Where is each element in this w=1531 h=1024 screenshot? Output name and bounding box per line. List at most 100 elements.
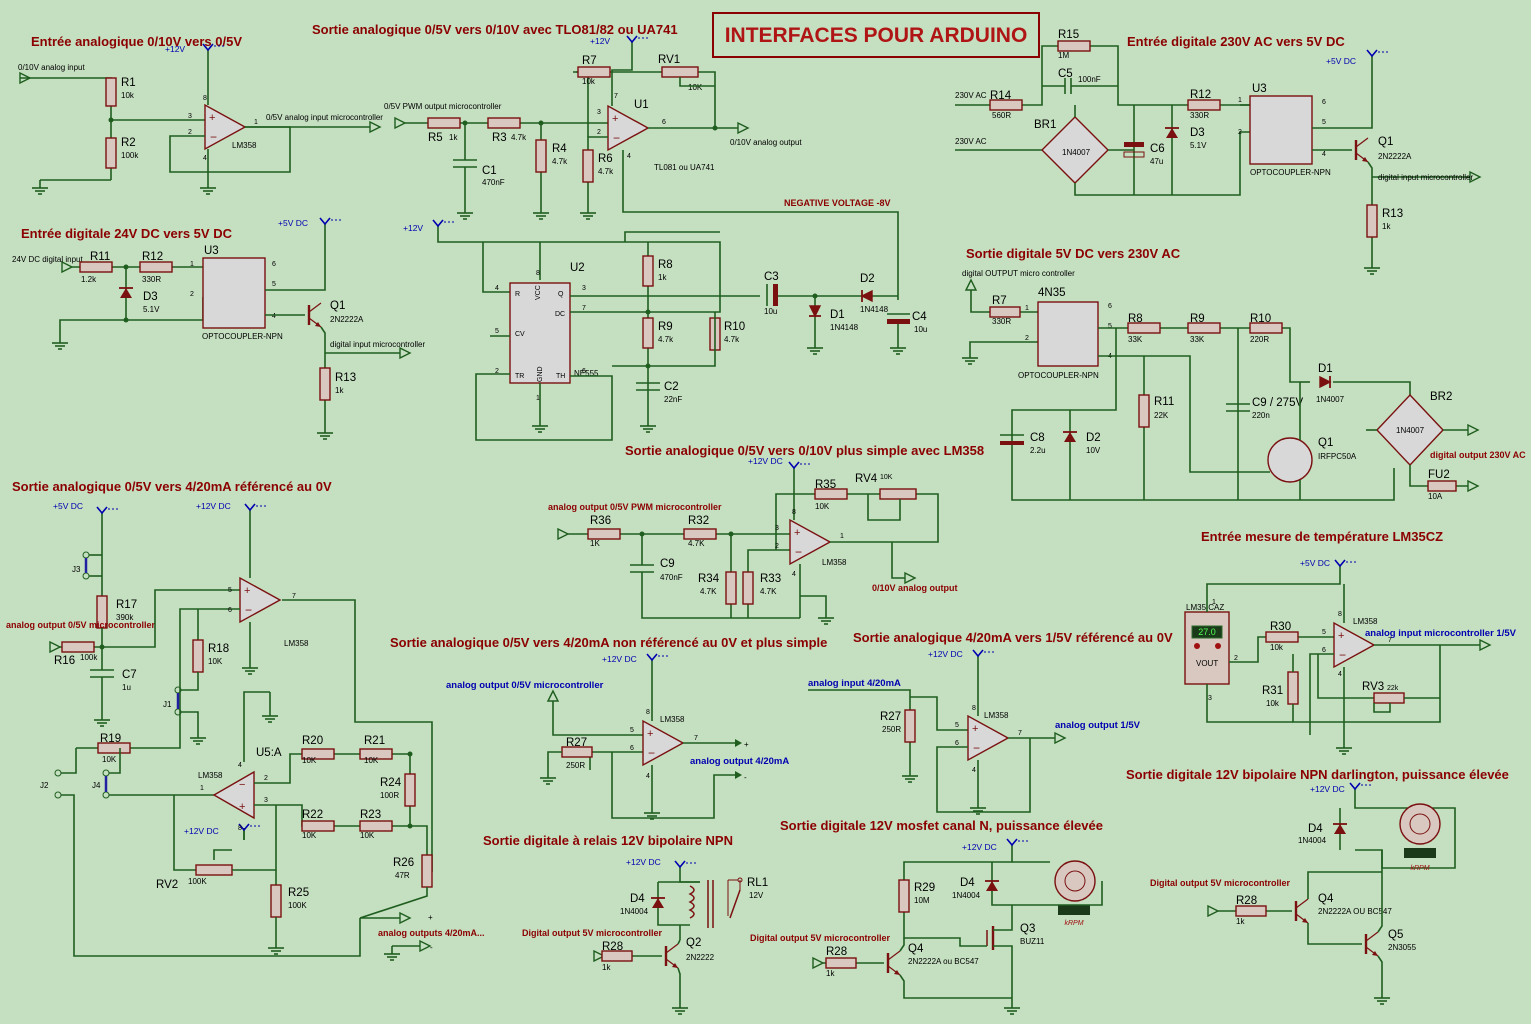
label-c5-r8: R8 xyxy=(1128,313,1143,325)
label-c555-c2v: 22nF xyxy=(664,395,682,404)
section-title-12: Sortie digitale à relais 12V bipolaire N… xyxy=(483,833,733,848)
label-c7-j2: J2 xyxy=(40,781,49,790)
label-c8-r31: R31 xyxy=(1262,685,1283,697)
q1-mosfet xyxy=(1267,437,1313,483)
r23-resistor xyxy=(359,820,393,832)
label-c13-r29v: 10M xyxy=(914,896,930,905)
ne555-chip xyxy=(509,282,571,384)
label-c9-out: analog output 4/20mA xyxy=(690,756,789,767)
label-c10-op: LM358 xyxy=(984,711,1009,720)
label-c10-out: analog output 1/5V xyxy=(1055,720,1141,731)
label-c2-r7v: 10k xyxy=(582,77,596,86)
r20-resistor xyxy=(301,748,335,760)
label-c555-cv: CV xyxy=(515,331,525,338)
label-c9-p6: 6 xyxy=(630,745,634,752)
r10-resistor-out xyxy=(1249,322,1283,334)
label-c555-p5: 5 xyxy=(495,328,499,335)
label-c4-q1v: 2N2222A xyxy=(330,315,364,324)
label-c5-opto_name: 4N35 xyxy=(1038,287,1066,299)
label-c555-plus12: +12V xyxy=(403,223,423,233)
label-c4-p6: 6 xyxy=(272,261,276,268)
label-c7-r23v: 10K xyxy=(360,831,375,840)
svg-text:−: − xyxy=(239,779,245,791)
label-c5-r9: R9 xyxy=(1190,313,1205,325)
r11-resistor xyxy=(79,261,113,273)
label-c2-r6: R6 xyxy=(598,153,613,165)
temperature-display: 27.0 xyxy=(1198,627,1216,637)
label-c7-c7: C7 xyxy=(122,669,137,681)
r25-resistor xyxy=(270,884,282,918)
label-c555-r8: R8 xyxy=(658,259,673,271)
label-c5-c9v: 220n xyxy=(1252,411,1270,420)
label-c2-rv1v: 10K xyxy=(688,83,703,92)
label-c1-out: 0/5V analog input microcontroller xyxy=(266,113,383,122)
r22-resistor xyxy=(301,820,335,832)
label-c2-r3: R3 xyxy=(492,132,507,144)
label-c7-r19v: 10K xyxy=(102,755,117,764)
label-c6-r35v: 10K xyxy=(815,502,830,511)
label-c8-p5: 5 xyxy=(1322,629,1326,636)
label-c7-r16v: 100k xyxy=(80,653,98,662)
label-c9-plus: + xyxy=(744,740,749,749)
label-c9-p5: 5 xyxy=(630,727,634,734)
label-c3-opto: OPTOCOUPLER-NPN xyxy=(1250,168,1331,177)
label-c4-r13: R13 xyxy=(335,372,356,384)
rv4-potentiometer xyxy=(879,488,917,500)
label-c2-p3: 3 xyxy=(597,109,601,116)
label-c7-j4: J4 xyxy=(92,781,101,790)
r29-resistor xyxy=(898,879,910,913)
label-c2-r4: R4 xyxy=(552,143,567,155)
label-c7-r23: R23 xyxy=(360,809,381,821)
label-c6-p4: 4 xyxy=(792,571,796,578)
label-c2-p6: 6 xyxy=(662,119,666,126)
label-c7-u5: U5:A xyxy=(256,747,282,759)
section-title-6: Sortie analogique 0/5V vers 0/10V plus s… xyxy=(625,443,984,458)
label-c8-p3: 3 xyxy=(1208,695,1212,702)
label-c3-u3: U3 xyxy=(1252,83,1267,95)
label-c3-d3: D3 xyxy=(1190,127,1205,139)
label-c1-p3: 3 xyxy=(188,113,192,120)
label-c4-p5: 5 xyxy=(272,281,276,288)
label-c1-p8: 8 xyxy=(203,95,207,102)
u3-optocoupler-24v xyxy=(202,257,266,329)
label-c7-out: analog outputs 4/20mA... xyxy=(378,928,485,938)
label-c4-input: 24V DC digital input xyxy=(12,255,83,264)
r13-resistor xyxy=(1366,204,1378,238)
label-c2-input: 0/5V PWM output microcontroller xyxy=(384,102,502,111)
label-c9-minus: - xyxy=(744,773,747,782)
label-c5-br2: BR2 xyxy=(1430,391,1452,403)
label-c7-r19: R19 xyxy=(100,733,121,745)
label-c5-c9: C9 / 275V xyxy=(1252,397,1303,409)
fu2-fuse xyxy=(1427,480,1457,492)
main-title-box xyxy=(712,12,1040,58)
label-c5-r11: R11 xyxy=(1154,396,1174,408)
r21-resistor xyxy=(359,748,393,760)
label-c5-r11v: 22K xyxy=(1154,411,1169,420)
label-c8-p1: 1 xyxy=(1212,599,1216,606)
label-c555-p3: 3 xyxy=(582,285,586,292)
label-c6-op: LM358 xyxy=(822,558,847,567)
label-c4-p4: 4 xyxy=(272,313,276,320)
label-c6-p2: 2 xyxy=(775,543,779,550)
label-c13-r28v: 1k xyxy=(826,969,835,978)
label-c7-r17v: 390k xyxy=(116,613,134,622)
relay-coil xyxy=(688,885,695,919)
label-c8-p2: 2 xyxy=(1234,655,1238,662)
label-c11-q4: Q4 xyxy=(1318,893,1334,905)
label-c5-d1: D1 xyxy=(1318,363,1333,375)
label-c8-plus5: +5V DC xyxy=(1300,558,1330,568)
label-c555-r10v: 4.7k xyxy=(724,335,740,344)
motor-icon-mosfet xyxy=(1054,860,1096,902)
label-c9-r27: R27 xyxy=(566,737,587,749)
section-title-2: Sortie analogique 0/5V vers 0/10V avec T… xyxy=(312,22,678,37)
label-c2-c1: C1 xyxy=(482,165,497,177)
u3-optocoupler xyxy=(1249,95,1313,165)
label-c4-r13v: 1k xyxy=(335,386,344,395)
label-c8-p7: 7 xyxy=(1388,637,1392,644)
label-c12-q2v: 2N2222 xyxy=(686,953,715,962)
